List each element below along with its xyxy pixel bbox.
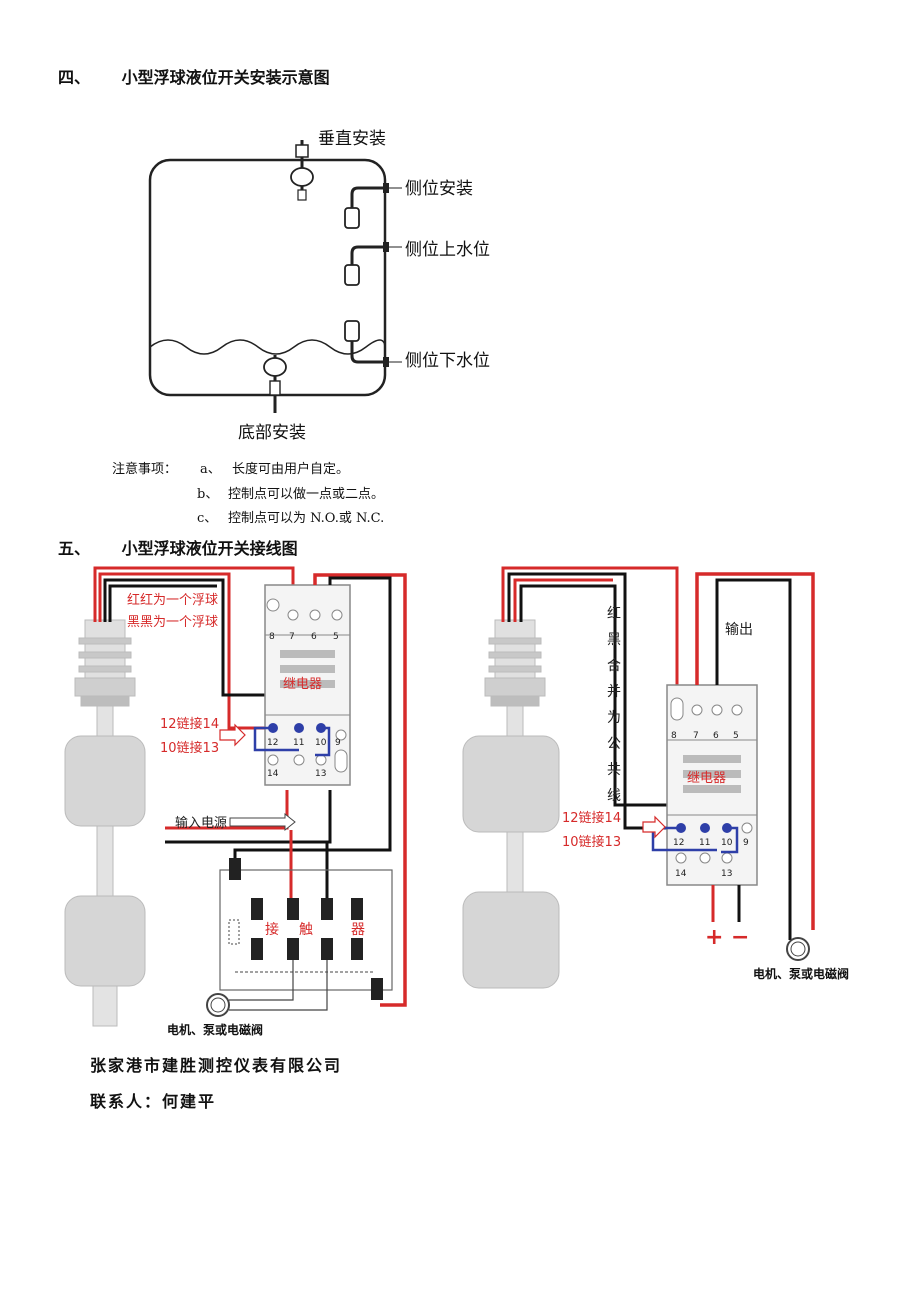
section-4-heading: 四、 小型浮球液位开关安装示意图 xyxy=(58,64,330,88)
company-name: 张家港市建胜测控仪表有限公司 xyxy=(90,1056,343,1075)
minus-sign: − xyxy=(731,925,749,950)
contactor-char-1: 接 xyxy=(265,921,279,938)
side-float xyxy=(344,183,389,229)
side-lower-float xyxy=(344,320,389,367)
vertical-float xyxy=(290,140,314,201)
wiring-diagram-right: 8 7 6 5 12 11 10 9 14 13 红 黑 合 并 为 公 共 线… xyxy=(462,566,849,989)
wiring-diagram-left: 8 7 6 5 12 11 10 9 14 13 红红为一个浮球 黑黑为一个浮球… xyxy=(64,566,407,1037)
common-char-6: 公 xyxy=(607,736,621,752)
common-char-3: 合 xyxy=(607,658,621,674)
left-terminal-11: 11 xyxy=(293,738,304,748)
label-side-lower: 侧位下水位 xyxy=(405,351,490,371)
note-b-text: 控制点可以做一点或二点。 xyxy=(228,487,385,502)
contactor xyxy=(219,858,393,1000)
note-a-marker: a、 xyxy=(200,462,221,477)
section-4-number: 四、 xyxy=(58,68,91,87)
contactor-char-2: 触 xyxy=(299,922,313,938)
left-terminal-6: 6 xyxy=(311,632,317,642)
left-terminal-10: 10 xyxy=(315,738,327,748)
label-side-install: 侧位安装 xyxy=(405,179,473,199)
right-terminal-8: 8 xyxy=(671,731,677,741)
label-vertical-install: 垂直安装 xyxy=(318,129,386,149)
plus-sign: + xyxy=(705,925,723,950)
installation-diagram xyxy=(148,140,402,413)
left-power-label: 输入电源 xyxy=(175,815,227,831)
left-link-1: 12链接14 xyxy=(160,716,219,732)
left-load-label: 电机、泵或电磁阀 xyxy=(167,1022,263,1037)
float-switch-left xyxy=(64,619,146,1027)
section-5-heading: 五、 小型浮球液位开关接线图 xyxy=(58,535,298,559)
common-char-7: 共 xyxy=(607,762,621,778)
right-terminal-7: 7 xyxy=(693,731,699,741)
section-5-number: 五、 xyxy=(58,539,91,558)
right-terminal-13: 13 xyxy=(721,869,732,879)
left-terminal-8: 8 xyxy=(269,632,275,642)
right-load-label: 电机、泵或电磁阀 xyxy=(753,966,849,981)
label-black-float: 黑黑为一个浮球 xyxy=(127,615,218,630)
side-upper-float xyxy=(344,242,389,286)
bottom-float xyxy=(263,355,287,413)
relay-right xyxy=(666,684,758,886)
output-label: 输出 xyxy=(725,622,753,638)
left-terminal-12: 12 xyxy=(267,738,278,748)
left-terminal-7: 7 xyxy=(289,632,295,642)
relay-left xyxy=(264,584,351,786)
right-relay-label: 继电器 xyxy=(687,771,726,786)
company-contact: 联系人：何建平 xyxy=(90,1092,217,1111)
right-link-1: 12链接14 xyxy=(562,810,621,826)
right-terminal-11: 11 xyxy=(699,838,710,848)
section-5-title: 小型浮球液位开关接线图 xyxy=(121,539,298,558)
common-char-4: 并 xyxy=(607,684,621,700)
note-c-text: 控制点可以为 N.O.或 N.C. xyxy=(228,511,385,526)
left-terminal-9: 9 xyxy=(335,738,341,748)
label-bottom-install: 底部安装 xyxy=(238,423,306,443)
label-side-upper: 侧位上水位 xyxy=(405,240,490,260)
note-b-marker: b、 xyxy=(197,487,219,502)
common-char-2: 黑 xyxy=(607,632,621,648)
left-terminal-14: 14 xyxy=(267,769,279,779)
common-char-8: 线 xyxy=(607,788,621,804)
section-4-title: 小型浮球液位开关安装示意图 xyxy=(121,68,330,87)
label-red-float: 红红为一个浮球 xyxy=(127,592,218,608)
contactor-char-3: 器 xyxy=(351,922,365,938)
right-terminal-9: 9 xyxy=(743,838,749,848)
note-a-text: 长度可由用户自定。 xyxy=(232,462,350,477)
left-terminal-5: 5 xyxy=(333,632,339,642)
note-c-marker: c、 xyxy=(197,511,218,526)
common-char-5: 为 xyxy=(607,710,621,726)
right-terminal-6: 6 xyxy=(713,731,719,741)
common-char-1: 红 xyxy=(607,606,621,622)
left-terminal-13: 13 xyxy=(315,769,326,779)
left-link-2: 10链接13 xyxy=(160,740,219,756)
right-link-2: 10链接13 xyxy=(562,834,621,850)
left-relay-label: 继电器 xyxy=(283,677,322,692)
right-terminal-12: 12 xyxy=(673,838,684,848)
right-terminal-10: 10 xyxy=(721,838,733,848)
right-terminal-14: 14 xyxy=(675,869,687,879)
right-terminal-5: 5 xyxy=(733,731,739,741)
float-switch-right xyxy=(462,619,560,989)
notes-label: 注意事项： xyxy=(112,462,178,477)
